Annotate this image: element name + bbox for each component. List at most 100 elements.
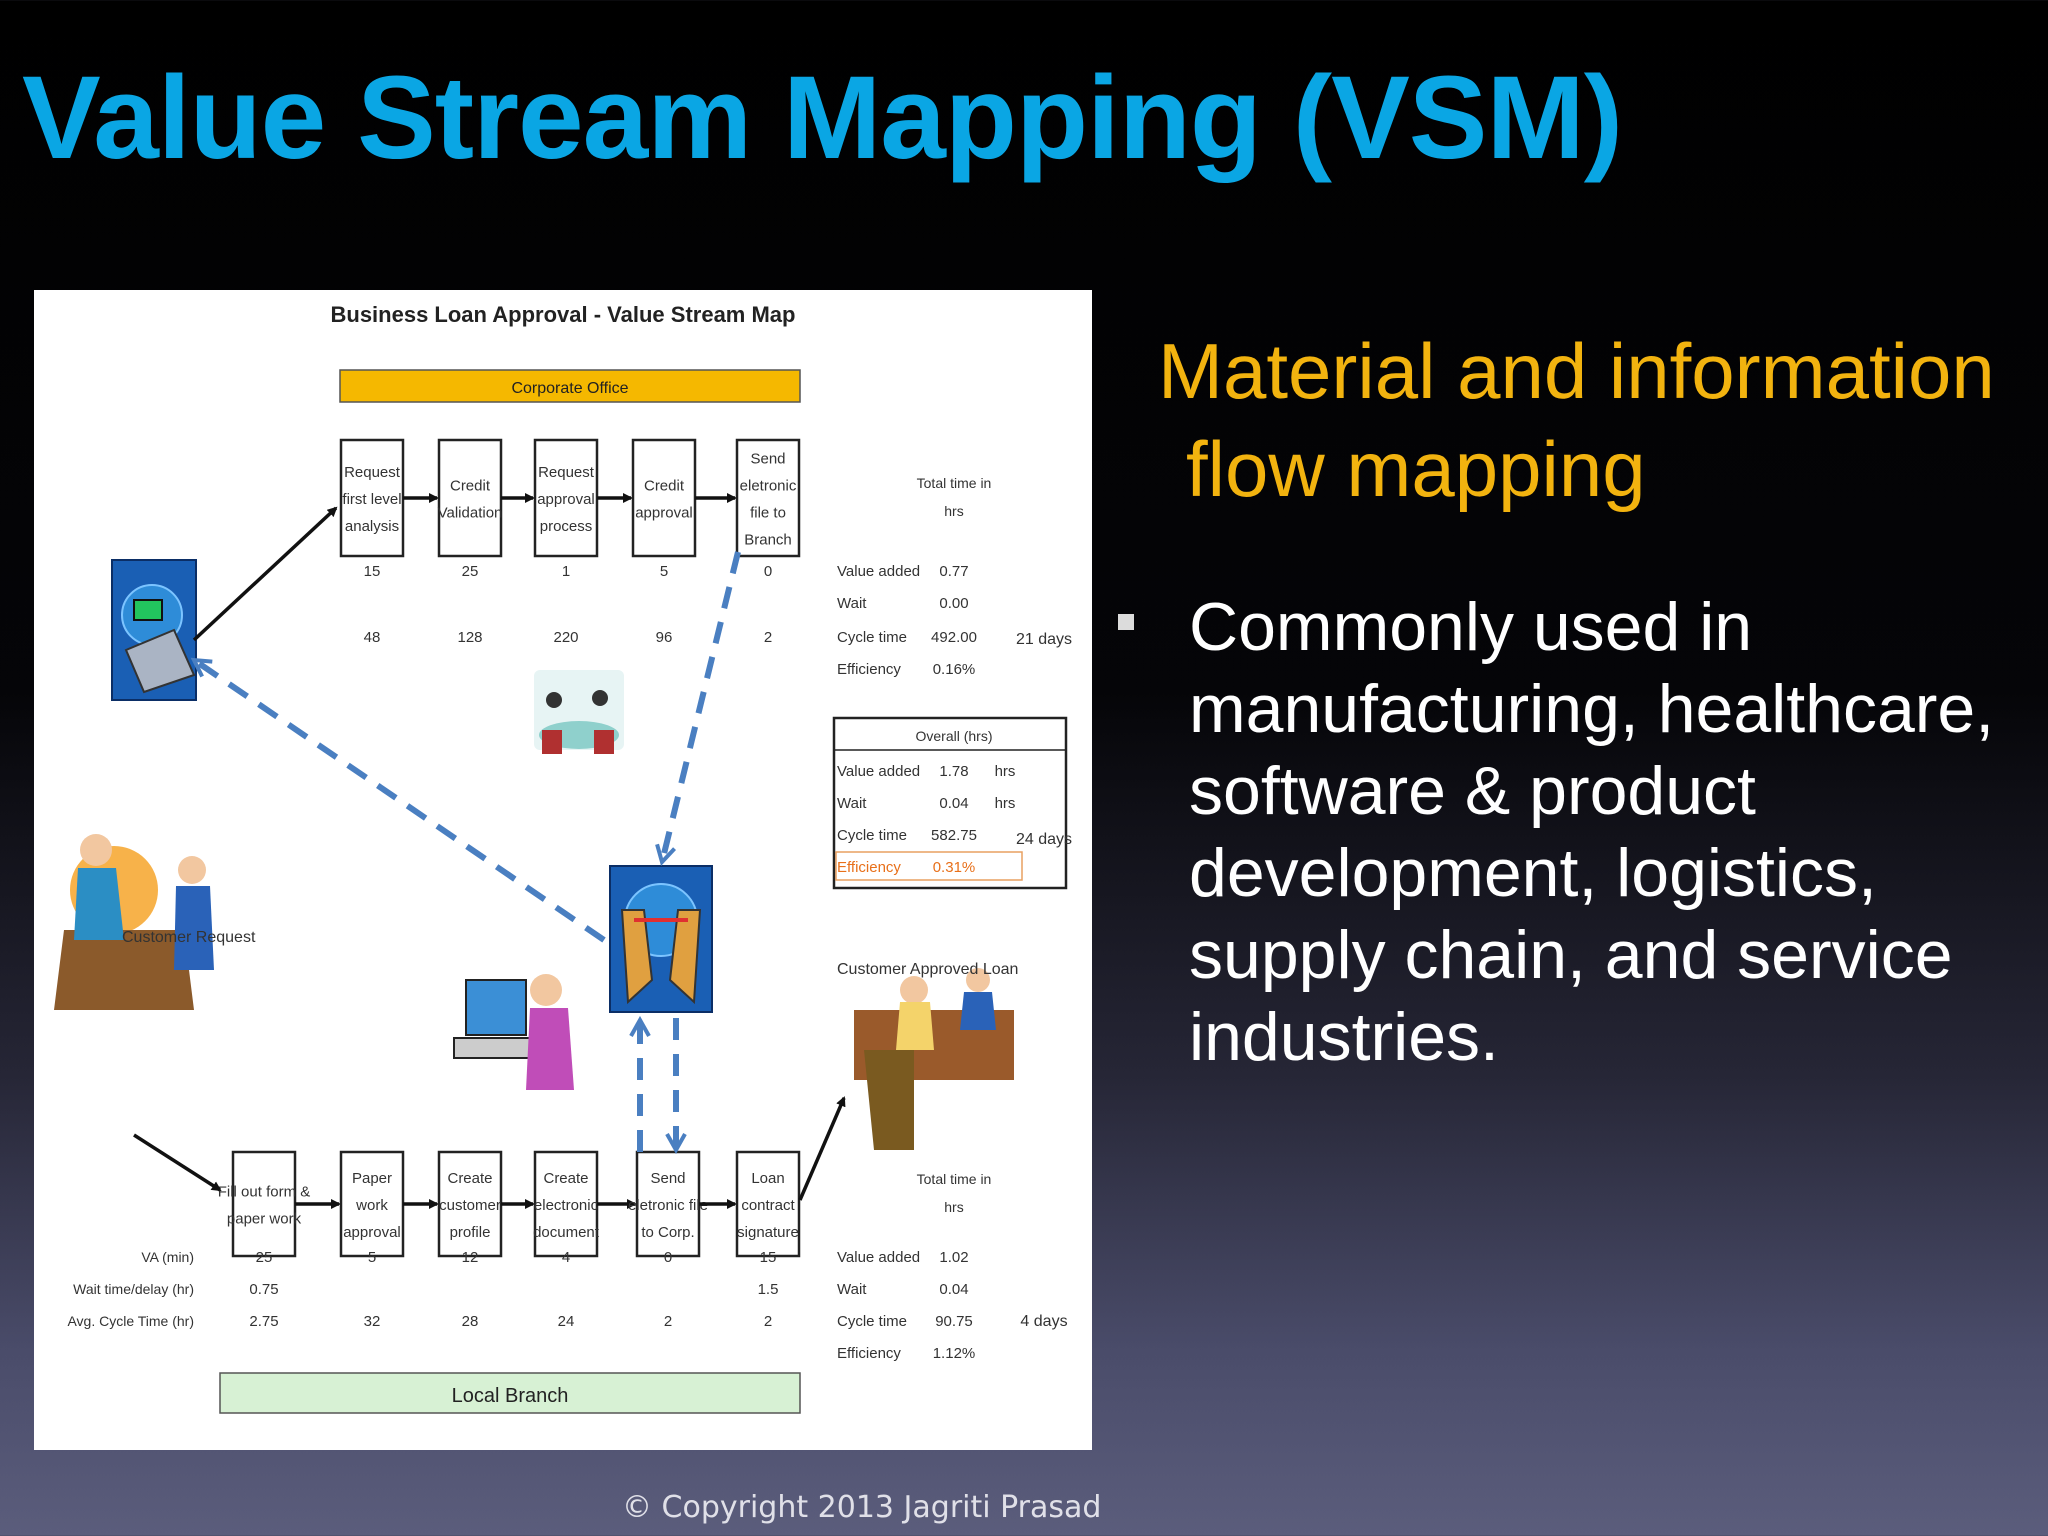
local-row-label: Avg. Cycle Time (hr) — [67, 1313, 194, 1329]
corporate-process-va: 15 — [364, 563, 381, 580]
corporate-process-ct: 48 — [364, 629, 381, 646]
summary-value: 0.04 — [939, 795, 968, 812]
flow-arrow-to-approved — [798, 1096, 846, 1201]
customer-request-clipart — [54, 834, 214, 1010]
subheading-line-2: flow mapping — [1186, 425, 1646, 513]
local-process-ct: 2 — [664, 1313, 672, 1330]
local-process-ct: 2.75 — [249, 1313, 278, 1330]
local-process-label: profile — [450, 1224, 491, 1241]
corporate-process-va: 1 — [562, 563, 570, 580]
local-process-label: to Corp. — [641, 1224, 694, 1241]
square-bullet-icon — [1118, 614, 1134, 630]
subheading-line-1: Material and information — [1158, 327, 1995, 415]
local-process-wait: 1.5 — [758, 1281, 779, 1298]
corporate-process-va: 0 — [764, 563, 772, 580]
summary-value: 1.12% — [933, 1345, 976, 1362]
approved-loan-clipart — [854, 968, 1014, 1150]
slide-title: Value Stream Mapping (VSM) — [22, 52, 1623, 184]
summary-value: 0.04 — [939, 1281, 968, 1298]
local-process-va: 15 — [760, 1249, 777, 1266]
summary-label: Wait — [837, 795, 867, 812]
local-row-label: Wait time/delay (hr) — [73, 1281, 194, 1297]
local-process-label: contract — [741, 1197, 795, 1214]
clerk-computer-clipart — [453, 974, 574, 1090]
local-process-label: Fill out form & — [218, 1184, 311, 1201]
summary-value: 0.16% — [933, 661, 976, 678]
summary-value: 0.31% — [933, 859, 976, 876]
local-process-label: Send — [650, 1170, 685, 1187]
summary-label: Value added — [837, 763, 920, 780]
summary-label: Cycle time — [837, 827, 907, 844]
copyright-footer: © Copyright 2013 Jagriti Prasad — [622, 1490, 1102, 1525]
local-process-label: signature — [737, 1224, 799, 1241]
vsm-diagram-canvas: Business Loan Approval - Value Stream Ma… — [54, 302, 1072, 1414]
info-flow-to-corporate — [194, 657, 606, 943]
summary-label: Value added — [837, 563, 920, 580]
local-process-va: 25 — [256, 1249, 273, 1266]
corporate-process-label: approval — [635, 505, 693, 522]
corporate-process-label: Branch — [744, 532, 792, 549]
corporate-process-label: Credit — [450, 478, 491, 495]
info-flow-from-branch-send — [662, 551, 741, 862]
corporate-process-label: analysis — [345, 518, 399, 535]
local-process-va: 4 — [562, 1249, 570, 1266]
local-branch-bar — [219, 1372, 801, 1414]
corporate-process-1: Request first level analysis 15 48 — [339, 438, 439, 646]
computer-icon-network — [609, 865, 713, 1013]
corporate-process-label: Credit — [644, 478, 685, 495]
local-process-va: 0 — [664, 1249, 672, 1266]
local-process-label: Loan — [751, 1170, 784, 1187]
local-process-ct: 32 — [364, 1313, 381, 1330]
corporate-process-va: 5 — [660, 563, 668, 580]
summary-label: Efficiency — [837, 661, 901, 678]
local-process-ct: 24 — [558, 1313, 575, 1330]
summary-label: Cycle time — [837, 629, 907, 646]
corporate-office-label: Corporate Office — [511, 380, 628, 397]
local-process-label: document — [533, 1224, 600, 1241]
corporate-process-ct: 220 — [553, 629, 578, 646]
efficiency-highlight — [835, 851, 1023, 881]
local-process-6: Loan contract signature 15 1.5 2 — [735, 1150, 801, 1330]
vsm-diagram: Business Loan Approval - Value Stream Ma… — [34, 290, 1092, 1450]
corporate-process-label: approval — [537, 491, 595, 508]
summary-value: 0.77 — [939, 563, 968, 580]
corporate-process-label: Request — [344, 464, 401, 481]
overall-days: 24 days — [1016, 831, 1072, 848]
summary-unit: hrs — [995, 795, 1016, 812]
corporate-process-label: eletronic — [740, 478, 797, 495]
corporate-days: 21 days — [1016, 631, 1072, 648]
bullet-text: Commonly used in manufacturing, healthca… — [1189, 589, 1995, 1075]
local-process-ct: 2 — [764, 1313, 772, 1330]
corporate-process-label: Validation — [438, 505, 503, 522]
summary-label: Wait — [837, 595, 867, 612]
corporate-process-ct: 96 — [656, 629, 673, 646]
corporate-process-ct: 2 — [764, 629, 772, 646]
local-process-label: Create — [543, 1170, 588, 1187]
local-process-va: 12 — [462, 1249, 479, 1266]
local-process-ct: 28 — [462, 1313, 479, 1330]
meeting-clipart — [534, 670, 624, 754]
corporate-process-label: first level — [342, 491, 401, 508]
corporate-process-va: 25 — [462, 563, 479, 580]
local-process-label: customer — [439, 1197, 501, 1214]
local-process-va: 5 — [368, 1249, 376, 1266]
summary-value: 582.75 — [931, 827, 977, 844]
local-process-wait: 0.75 — [249, 1281, 278, 1298]
flow-arrow-from-customer — [133, 1133, 222, 1192]
summary-label: Wait — [837, 1281, 867, 1298]
summary-label: Efficiency — [837, 1345, 901, 1362]
summary-value: 1.78 — [939, 763, 968, 780]
corporate-process-label: Send — [750, 451, 785, 468]
flow-arrow-to-corporate — [192, 506, 338, 642]
